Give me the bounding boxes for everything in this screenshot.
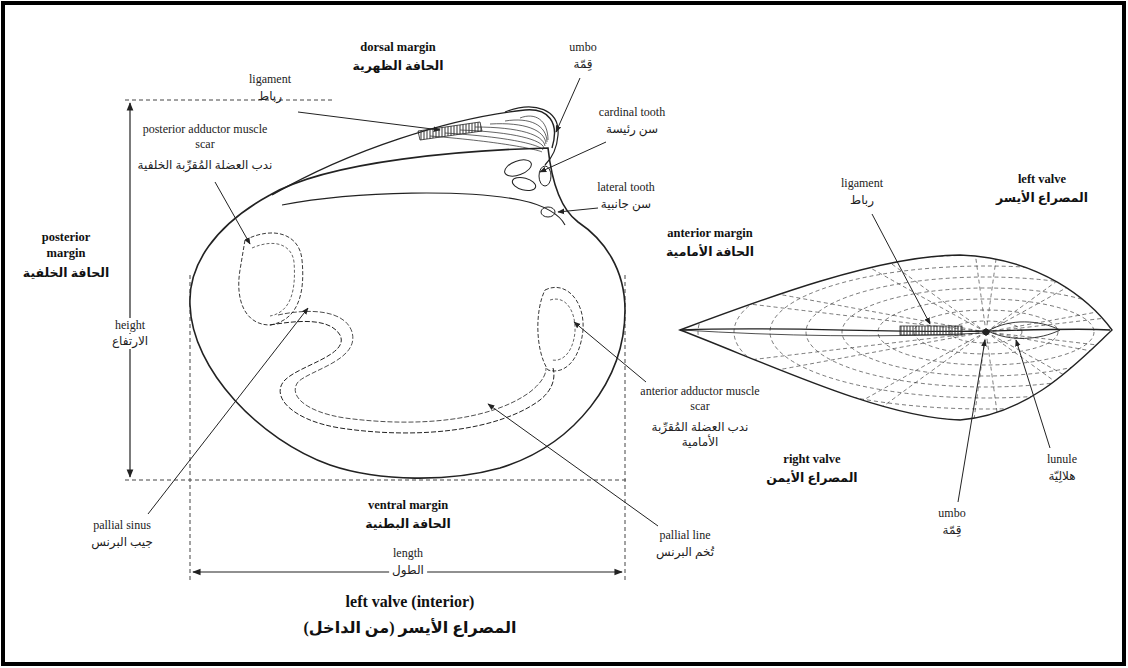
part-label: ندب العضلة المُقرِّبة الأمامية (635, 420, 765, 450)
radial-line (986, 332, 1002, 452)
dimension-guides (125, 100, 628, 582)
growth-ring (878, 299, 1094, 365)
part-label: ligament (249, 72, 291, 87)
radial-line (847, 332, 986, 433)
part-label: ligament (841, 176, 883, 191)
radial-line (744, 332, 986, 376)
part-label: هلالِيّة (1048, 469, 1075, 484)
part-label: رباط (258, 89, 282, 104)
radial-line (734, 332, 986, 362)
dimension-label: height (112, 318, 148, 333)
dimension-label: الطول (389, 563, 427, 578)
part-label: pallial sinus (93, 518, 151, 533)
radial-line (744, 288, 986, 332)
growth-ring (806, 277, 1128, 387)
growth-ring (770, 266, 1128, 398)
part-label: umbo (938, 506, 965, 521)
dimension-label: الارتفاع (109, 334, 151, 349)
radial-line (820, 332, 986, 424)
part-label: ندب العضلة المُقرِّبة الخلفية (120, 158, 290, 173)
growth-line (445, 133, 543, 150)
height-arrow (129, 103, 130, 477)
margin-label: الحافة البطنية (365, 517, 451, 533)
radial-line (847, 231, 986, 332)
margin-label: الحافة الخلفية (23, 266, 109, 282)
view-label: left valve (1018, 172, 1066, 188)
margin-label: posterior margin (26, 230, 106, 261)
figure-caption: left valve (interior) (346, 592, 475, 612)
radial-line (986, 212, 1002, 332)
margin-label: anterior margin (667, 226, 753, 242)
dorsal-view-drawing (662, 212, 1128, 452)
radial-line (986, 332, 1128, 376)
part-label: سن رئيسة (606, 122, 658, 137)
part-label: رباط (850, 193, 874, 208)
view-label: right valve (783, 452, 840, 468)
lunule-shape (988, 322, 1060, 339)
part-label: anterior adductor muscle scar (635, 384, 765, 414)
radial-line (986, 332, 1128, 362)
part-label: umbo (569, 40, 596, 55)
radial-line (986, 288, 1128, 332)
part-label: جيب البرنس (91, 535, 153, 550)
growth-ring (698, 244, 1128, 420)
growth-line (430, 136, 542, 152)
growth-ring (734, 255, 1128, 409)
margin-label: الحافة الأمامية (666, 245, 754, 261)
view-label: المصراع الأيسر (996, 191, 1088, 207)
radial-line (986, 231, 1125, 332)
radial-line (820, 240, 986, 332)
frame (3, 3, 1124, 664)
radial-line (986, 302, 1128, 332)
growth-ring (842, 288, 1128, 376)
dimension-label: length (390, 546, 426, 561)
part-label: lunule (1047, 452, 1077, 467)
part-label: تُخم البرنس (656, 545, 714, 560)
part-label: pallial line (660, 528, 711, 543)
figure-caption: المصراع الأيسر (من الداخل) (304, 618, 517, 638)
part-label: posterior adductor muscle scar (140, 122, 270, 152)
margin-label: ventral margin (368, 498, 448, 514)
part-label: lateral tooth (597, 180, 655, 195)
radial-line (986, 332, 1128, 424)
margin-label: dorsal margin (360, 40, 435, 56)
part-label: قِمّة (573, 57, 592, 72)
view-label: المصراع الأيمن (766, 471, 857, 487)
ligament-shape (418, 122, 482, 140)
part-label: قِمّة (942, 523, 961, 538)
radial-line (970, 212, 986, 332)
margin-label: الحافة الظهرية (352, 59, 443, 75)
lateral-tooth-shape (541, 207, 555, 217)
part-label: cardinal tooth (599, 105, 665, 120)
leader-lines (148, 78, 1050, 526)
radial-line (986, 240, 1128, 332)
part-label: سن جانبية (601, 197, 651, 212)
radial-line (986, 332, 1125, 433)
growth-ring (662, 233, 1128, 431)
growth-line (520, 116, 548, 140)
